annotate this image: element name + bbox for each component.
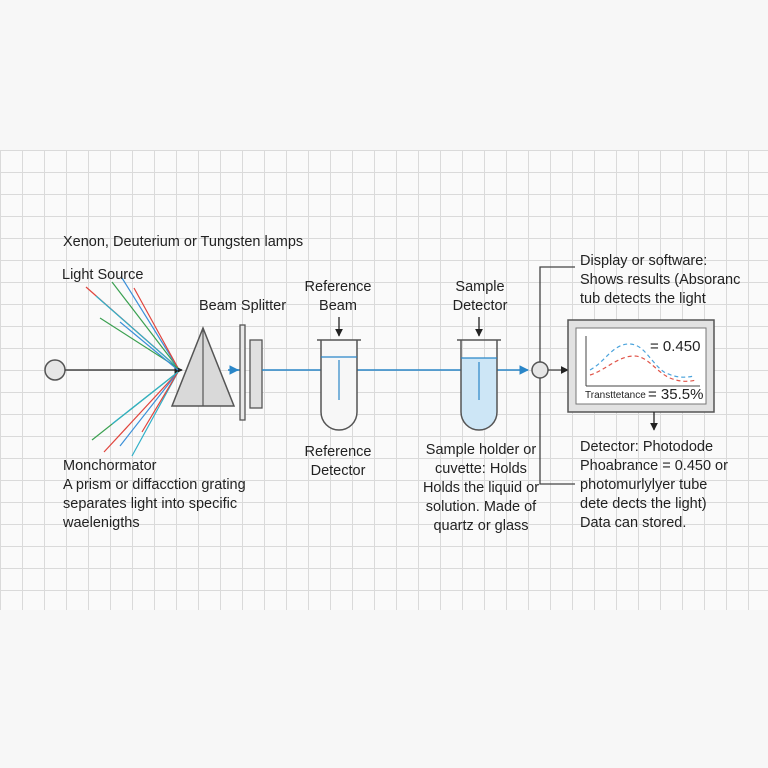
reference-detector-label: Reference Detector — [304, 444, 372, 479]
sample-detector-label: Sample Detector — [452, 279, 508, 314]
light-source-label: Light Source — [62, 267, 144, 283]
beam-splitter-icon — [239, 324, 263, 421]
screen-transmittance-value: = 35.5% — [648, 386, 703, 403]
display-desc: Display or software: Shows results (Abso… — [580, 253, 741, 307]
prism-icon — [170, 325, 236, 407]
monochromator-title: Monchormator — [63, 458, 157, 474]
screen-transmittance-label: Transttetance — [585, 390, 646, 401]
detector-circle-icon — [531, 361, 549, 379]
dispersed-rays — [85, 277, 179, 457]
display-bracket — [539, 266, 575, 362]
sample-holder-desc: Sample holder or cuvette: Holds Holds th… — [422, 442, 540, 534]
detector-bracket — [539, 378, 575, 485]
source-circle-icon — [44, 359, 66, 381]
beam-splitter-label: Beam Splitter — [199, 298, 287, 314]
screen-absorbance: = 0.450 — [650, 338, 700, 355]
detector-desc: Detector: Photodode Phoabrance = 0.450 o… — [580, 439, 728, 531]
monochromator-desc: A prism or diffacction grating separates… — [63, 477, 246, 531]
reference-beam-label: Reference Beam — [304, 279, 372, 314]
sample-cuvette-icon — [457, 339, 501, 431]
cuvette-icon — [317, 339, 361, 431]
monitor-icon — [567, 319, 715, 413]
lamp-note: Xenon, Deuterium or Tungsten lamps — [63, 234, 304, 250]
